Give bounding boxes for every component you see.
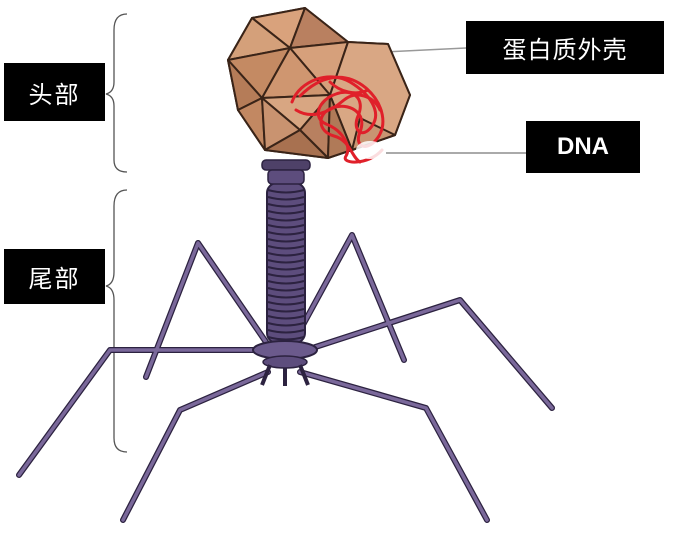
sheath-ring <box>267 231 305 236</box>
sheath-ring <box>267 294 305 299</box>
sheath-ring <box>267 329 305 334</box>
tail-label: 尾部 <box>4 249 105 304</box>
sheath-ring <box>267 287 305 292</box>
protein-shell-label: 蛋白质外壳 <box>466 21 664 74</box>
sheath-ring <box>267 266 305 271</box>
sheath-ring <box>267 280 305 285</box>
sheath-ring <box>267 203 305 208</box>
sheath-ring <box>267 336 305 341</box>
sheath-ring <box>267 259 305 264</box>
sheath-ring <box>267 322 305 327</box>
shell-pointer-line <box>383 47 467 53</box>
head-bracket <box>105 13 128 173</box>
sheath-ring <box>267 308 305 313</box>
head-label: 头部 <box>4 63 105 121</box>
sheath-ring <box>267 315 305 320</box>
tail-bracket <box>105 189 128 453</box>
sheath-ring <box>267 189 305 194</box>
dna-strand <box>290 75 385 164</box>
tail-sheath <box>266 182 306 344</box>
sheath-ring <box>267 196 305 201</box>
baseplate <box>252 340 318 386</box>
sheath-ring <box>267 224 305 229</box>
dna-label: DNA <box>526 121 640 173</box>
sheath-ring <box>267 210 305 215</box>
sheath-ring <box>267 301 305 306</box>
sheath-ring <box>267 252 305 257</box>
sheath-ring <box>267 245 305 250</box>
tail-collar <box>261 159 311 185</box>
sheath-ring <box>267 217 305 222</box>
sheath-ring <box>267 238 305 243</box>
sheath-ring <box>267 273 305 278</box>
